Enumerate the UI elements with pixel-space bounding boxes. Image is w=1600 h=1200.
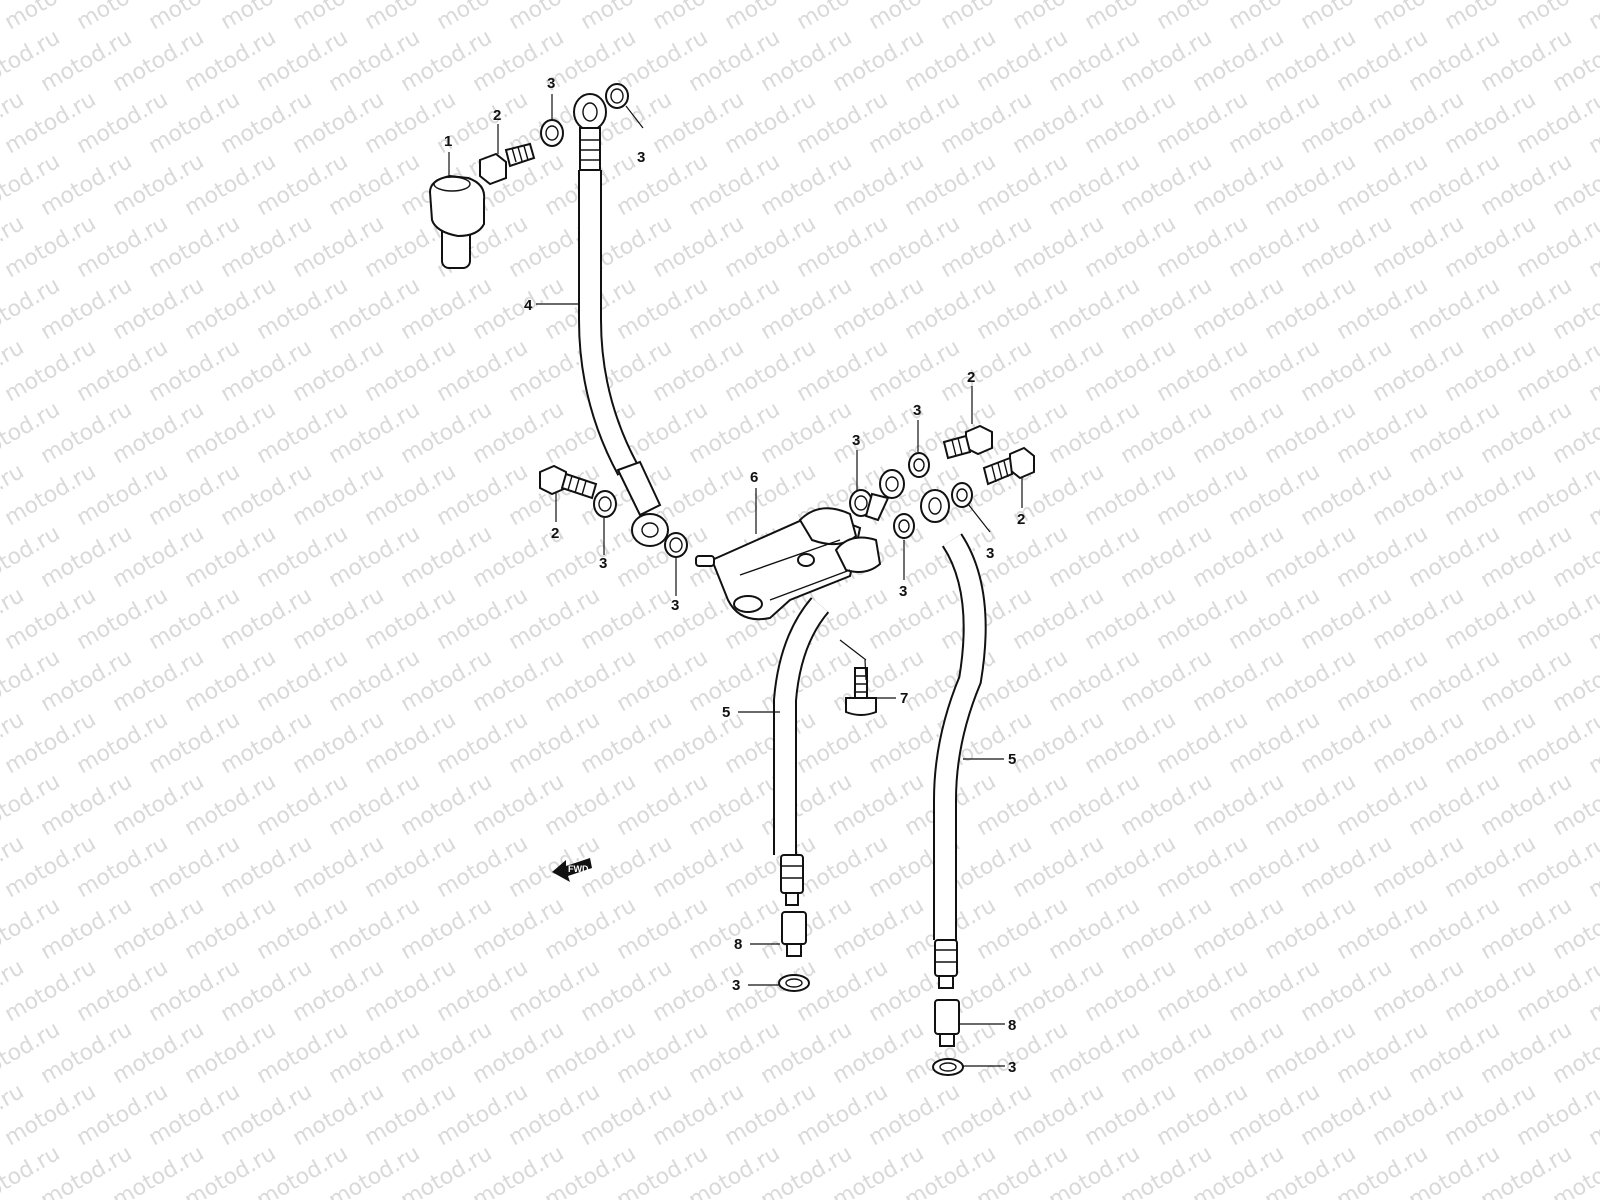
callout-3-center: 3: [852, 432, 860, 449]
part-3-washer-left: [593, 490, 617, 518]
part-2-bolt-top: [479, 142, 536, 186]
callout-2-right-low: 2: [1017, 511, 1025, 528]
fwd-label: FWD: [568, 864, 589, 874]
callout-3-bottom-left: 3: [732, 977, 740, 994]
part-2-bolt-right-low: [982, 446, 1035, 486]
callout-5-right: 5: [1008, 751, 1016, 768]
callout-4: 4: [524, 297, 533, 314]
part-3-washer-right: [951, 482, 973, 508]
callout-3-top-right: 3: [637, 149, 645, 166]
fwd-arrow-icon: FWD: [552, 858, 592, 882]
callout-2-left: 2: [551, 525, 559, 542]
part-4-hose: [573, 93, 669, 547]
callout-3-center-low: 3: [899, 583, 907, 600]
part-3-washer-top: [540, 119, 564, 147]
parts-drawing: FWD: [428, 83, 1035, 1076]
callout-7: 7: [900, 690, 908, 707]
part-3-washer-center-low: [893, 513, 915, 539]
part-3-washer-top-right: [605, 83, 629, 109]
part-3-washer-left-low: [664, 532, 688, 558]
banjo-fitting-center: [864, 469, 905, 522]
part-2-bolt-right-top: [942, 424, 993, 460]
part-6-manifold: [695, 507, 882, 621]
callout-3-center-top: 3: [913, 402, 921, 419]
callout-3-top: 3: [547, 75, 555, 92]
part-1-cap: [428, 174, 486, 269]
part-5-hose-right: [920, 489, 987, 1076]
watermark-text: motod.ru: [1585, 0, 1600, 35]
part-7-bolt: [845, 667, 877, 716]
callout-3-left-low: 3: [671, 597, 679, 614]
part-5-hose-left: [773, 597, 830, 992]
callout-8-left: 8: [734, 936, 742, 953]
callout-3-left: 3: [599, 555, 607, 572]
callout-1: 1: [444, 133, 452, 150]
part-3-washer-center-top: [908, 452, 930, 478]
callout-5-left: 5: [722, 704, 730, 721]
callout-3-right: 3: [986, 545, 994, 562]
callout-6: 6: [750, 469, 758, 486]
leader-lines: [448, 94, 1023, 1067]
callout-labels: 1 2 3 3 4 2 3 3 6 3 3 2 2 3 3 5 7 5 8 3 …: [444, 75, 1025, 1076]
callout-2-top: 2: [493, 107, 501, 124]
callout-3-bottom-right: 3: [1008, 1059, 1016, 1076]
callout-8-right: 8: [1008, 1017, 1016, 1034]
part-2-bolt-left: [539, 464, 598, 500]
callout-2-right-top: 2: [967, 369, 975, 386]
